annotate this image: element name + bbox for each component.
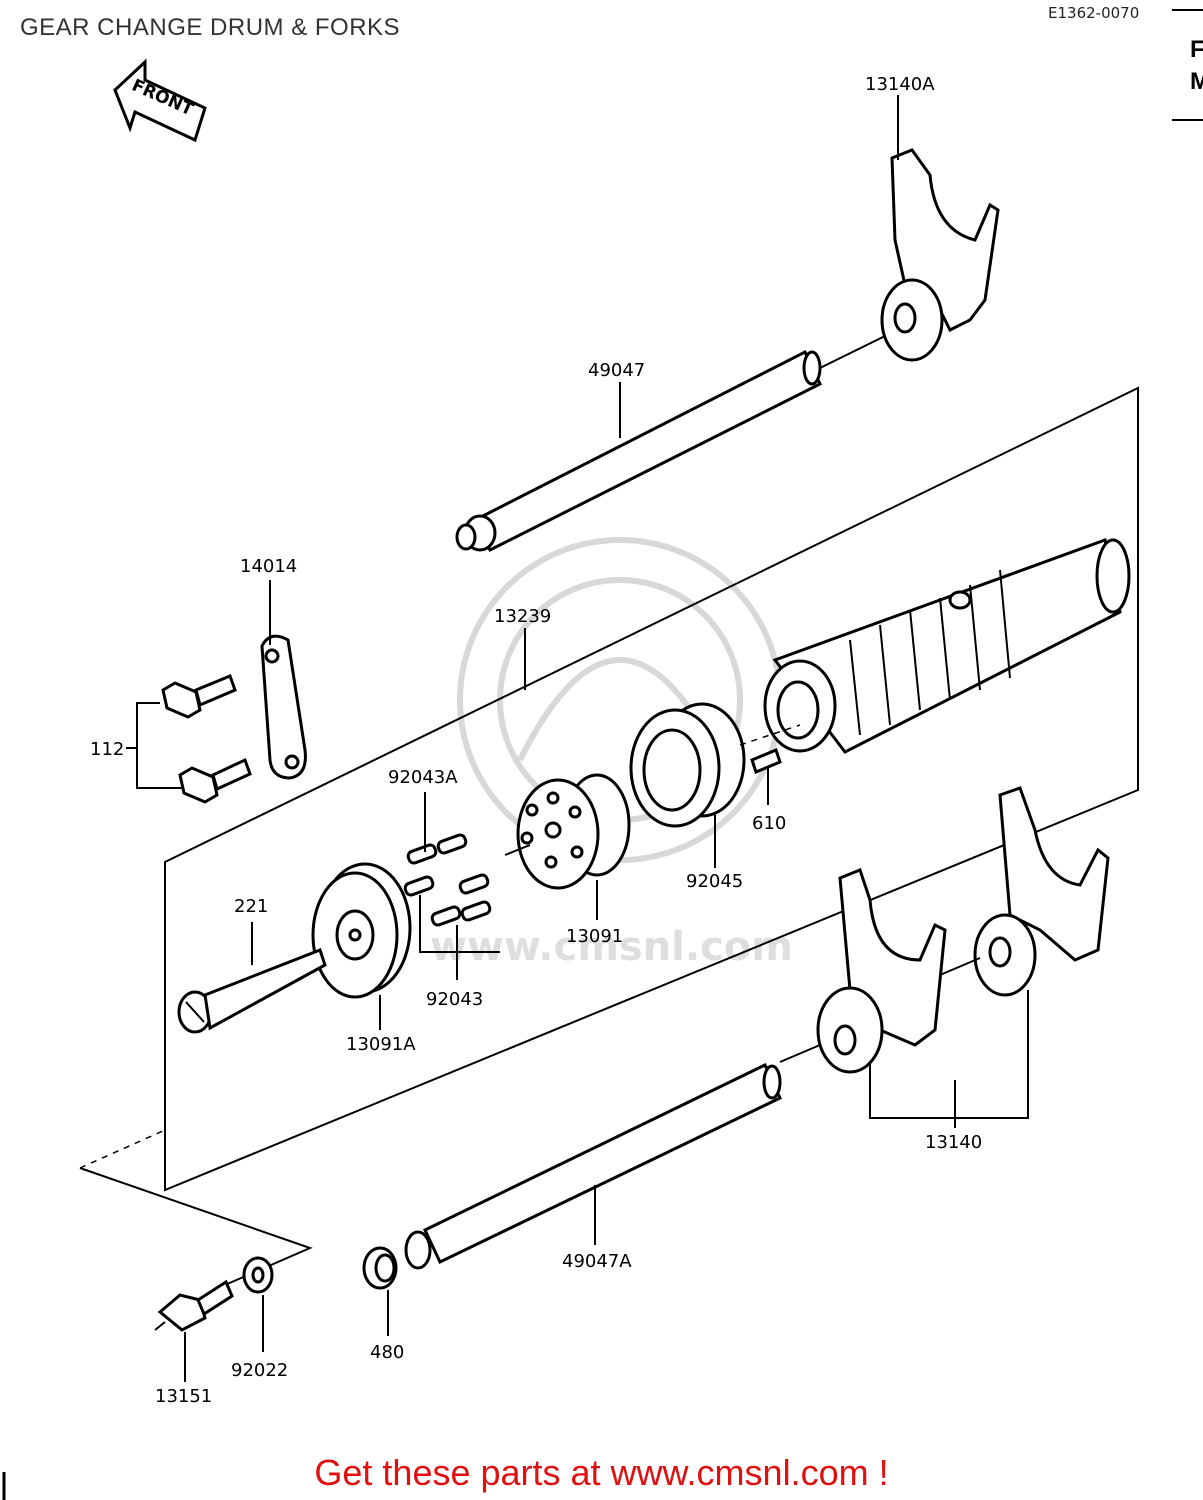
- buy-parts-link[interactable]: Get these parts at www.cmsnl.com !: [314, 1452, 889, 1493]
- screw-221: [177, 948, 327, 1034]
- bolt-112-lower: [178, 757, 252, 804]
- part-label-13140: 13140: [925, 1132, 982, 1153]
- fork-shaft-49047a: [404, 1062, 782, 1270]
- shift-fork-13140a: [880, 148, 1000, 362]
- front-arrow-icon: FRONT: [113, 58, 207, 143]
- washer-92022: [242, 1256, 274, 1294]
- part-label-221: 221: [234, 896, 268, 917]
- part-label-13239: 13239: [494, 606, 551, 627]
- part-label-480: 480: [370, 1342, 404, 1363]
- assembly-plane-outline: [164, 386, 1139, 1192]
- bolt-112-upper: [161, 674, 237, 719]
- watermark-text: www.cmsnl.com: [430, 924, 793, 970]
- part-label-13091a: 13091A: [346, 1034, 416, 1055]
- fork-shaft-49047: [455, 349, 822, 553]
- leader-92043-bracket: [419, 895, 500, 953]
- leader-fork-link: [939, 957, 981, 976]
- part-label-14014: 14014: [240, 556, 297, 577]
- leader-shaft-13140: [779, 1044, 821, 1063]
- part-label-49047: 49047: [588, 360, 645, 381]
- circlip-480: [362, 1246, 398, 1290]
- page-title: GEAR CHANGE DRUM & FORKS: [20, 14, 401, 41]
- part-label-92043a: 92043A: [388, 767, 458, 788]
- corner-letter-bottom: M: [1190, 68, 1203, 95]
- part-label-49047a: 49047A: [562, 1251, 632, 1272]
- pin-610: [750, 747, 782, 775]
- plane-link-line: [79, 1167, 313, 1286]
- part-label-112: 112: [90, 739, 124, 760]
- diagram-ref-code: E1362-0070: [1048, 4, 1140, 22]
- part-label-92022: 92022: [231, 1360, 288, 1381]
- part-label-610: 610: [752, 813, 786, 834]
- part-label-92043: 92043: [426, 989, 483, 1010]
- bearing-92045: [629, 702, 746, 828]
- part-label-13151: 13151: [155, 1386, 212, 1407]
- pin-holder-13091: [516, 773, 631, 890]
- plane-dash-left: [79, 1129, 166, 1169]
- dash-pin: [739, 724, 801, 746]
- guide-plate-14014: [260, 634, 307, 780]
- part-label-13140a: 13140A: [865, 74, 935, 95]
- leader-shaft-to-fork: [819, 335, 886, 369]
- pins-92043: [403, 873, 492, 927]
- part-label-13091: 13091: [566, 926, 623, 947]
- leader-112-bracket: [136, 702, 182, 789]
- shift-drum-13239: [763, 537, 1131, 754]
- corner-letter-top: F: [1190, 36, 1203, 63]
- cam-plate-13091a: [311, 862, 412, 999]
- neutral-switch-13151: [154, 1279, 234, 1332]
- part-label-92045: 92045: [686, 871, 743, 892]
- shift-fork-13140-lower: [816, 868, 947, 1074]
- leader-13140-bracket: [869, 990, 1029, 1119]
- shift-fork-13140-upper: [973, 786, 1110, 997]
- leader-holder: [504, 844, 531, 856]
- pins-92043a: [406, 833, 468, 865]
